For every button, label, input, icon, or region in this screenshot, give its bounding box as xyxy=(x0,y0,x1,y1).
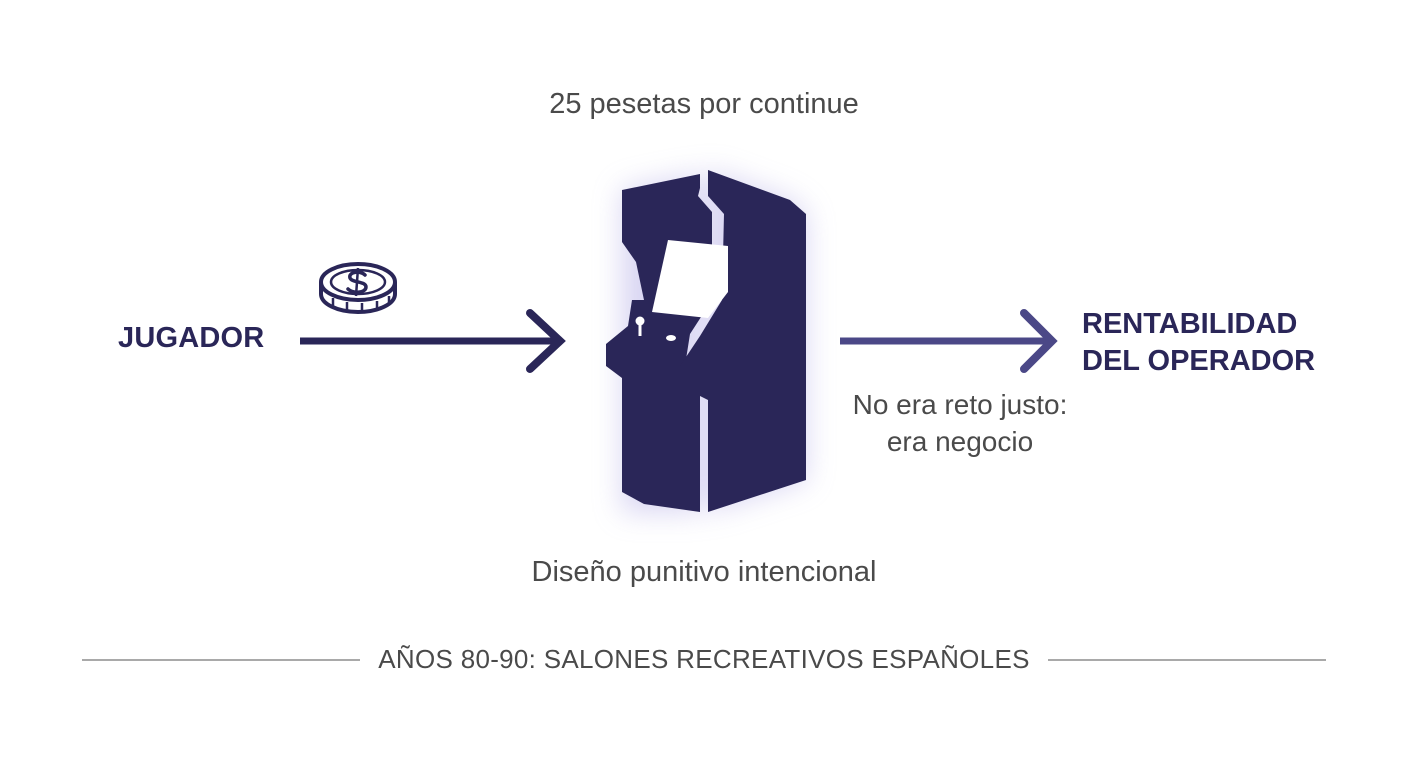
operator-label-line-2: DEL OPERADOR xyxy=(1082,345,1316,377)
cost-label: 25 pesetas por continue xyxy=(549,88,859,120)
footer-divider-right xyxy=(1047,658,1327,661)
footer-caption: AÑOS 80-90: SALONES RECREATIVOS ESPAÑOLE… xyxy=(378,644,1030,674)
coin-icon xyxy=(319,262,397,314)
arrow-arcade-to-operator xyxy=(840,309,1058,373)
operator-label-line-1: RENTABILIDAD xyxy=(1082,308,1298,340)
player-label: JUGADOR xyxy=(118,322,265,354)
arrow-player-to-arcade xyxy=(300,309,566,373)
footer-divider-left xyxy=(82,658,361,661)
footer: AÑOS 80-90: SALONES RECREATIVOS ESPAÑOLE… xyxy=(82,644,1327,675)
operator-label: RENTABILIDAD DEL OPERADOR xyxy=(1082,306,1315,380)
design-label: Diseño punitivo intencional xyxy=(531,556,877,588)
arcade-cabinet-icon xyxy=(606,170,806,512)
business-note: No era reto justo: era negocio xyxy=(820,386,1100,460)
business-note-line-1: No era reto justo: xyxy=(852,389,1068,420)
business-note-line-2: era negocio xyxy=(886,426,1034,457)
